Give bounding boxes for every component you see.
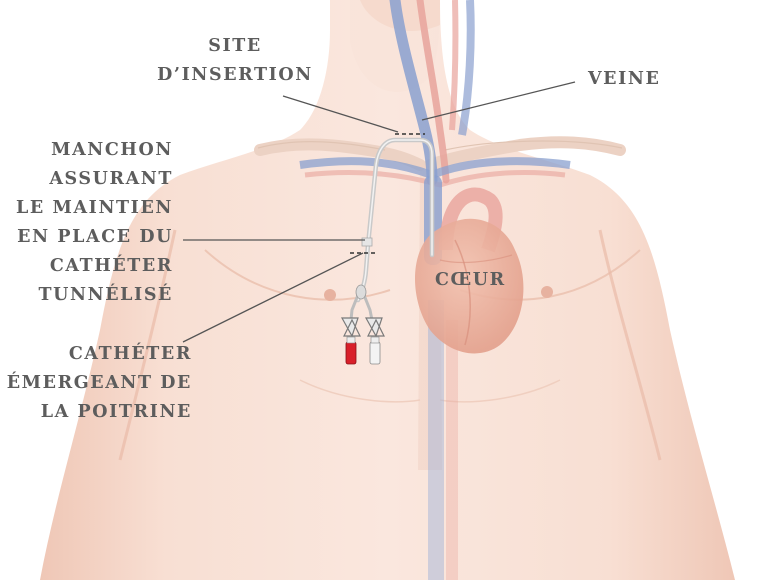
insertion-site-label: SITE D’INSERTION xyxy=(150,32,320,90)
connector-red xyxy=(346,342,356,364)
insertion-site-line-2: D’INSERTION xyxy=(150,61,320,90)
exit-label: CATHÉTER ÉMERGEANT DE LA POITRINE xyxy=(0,340,192,427)
exit-line-1: CATHÉTER xyxy=(0,340,192,369)
cuff-line-6: TUNNÉLISÉ xyxy=(0,281,173,310)
cuff-line-1: MANCHON xyxy=(0,136,173,165)
insertion-site-line-1: SITE xyxy=(150,32,320,61)
nipple-left xyxy=(324,289,336,301)
connector-white xyxy=(370,342,380,364)
cuff-line-2: ASSURANT xyxy=(0,165,173,194)
cuff-line-3: LE MAINTIEN xyxy=(0,194,173,223)
vein-label: VEINE xyxy=(588,65,660,94)
heart-line-1: CŒUR xyxy=(435,266,506,295)
vein-line-1: VEINE xyxy=(588,65,660,94)
heart-label: CŒUR xyxy=(435,266,506,295)
cuff-line-4: EN PLACE DU xyxy=(0,223,173,252)
exit-line-2: ÉMERGEANT DE xyxy=(0,369,192,398)
exit-line-3: LA POITRINE xyxy=(0,398,192,427)
cuff-line-5: CATHÉTER xyxy=(0,252,173,281)
nipple-right xyxy=(541,286,553,298)
cuff-label: MANCHON ASSURANT LE MAINTIEN EN PLACE DU… xyxy=(0,136,173,310)
catheter-cuff xyxy=(362,238,372,246)
